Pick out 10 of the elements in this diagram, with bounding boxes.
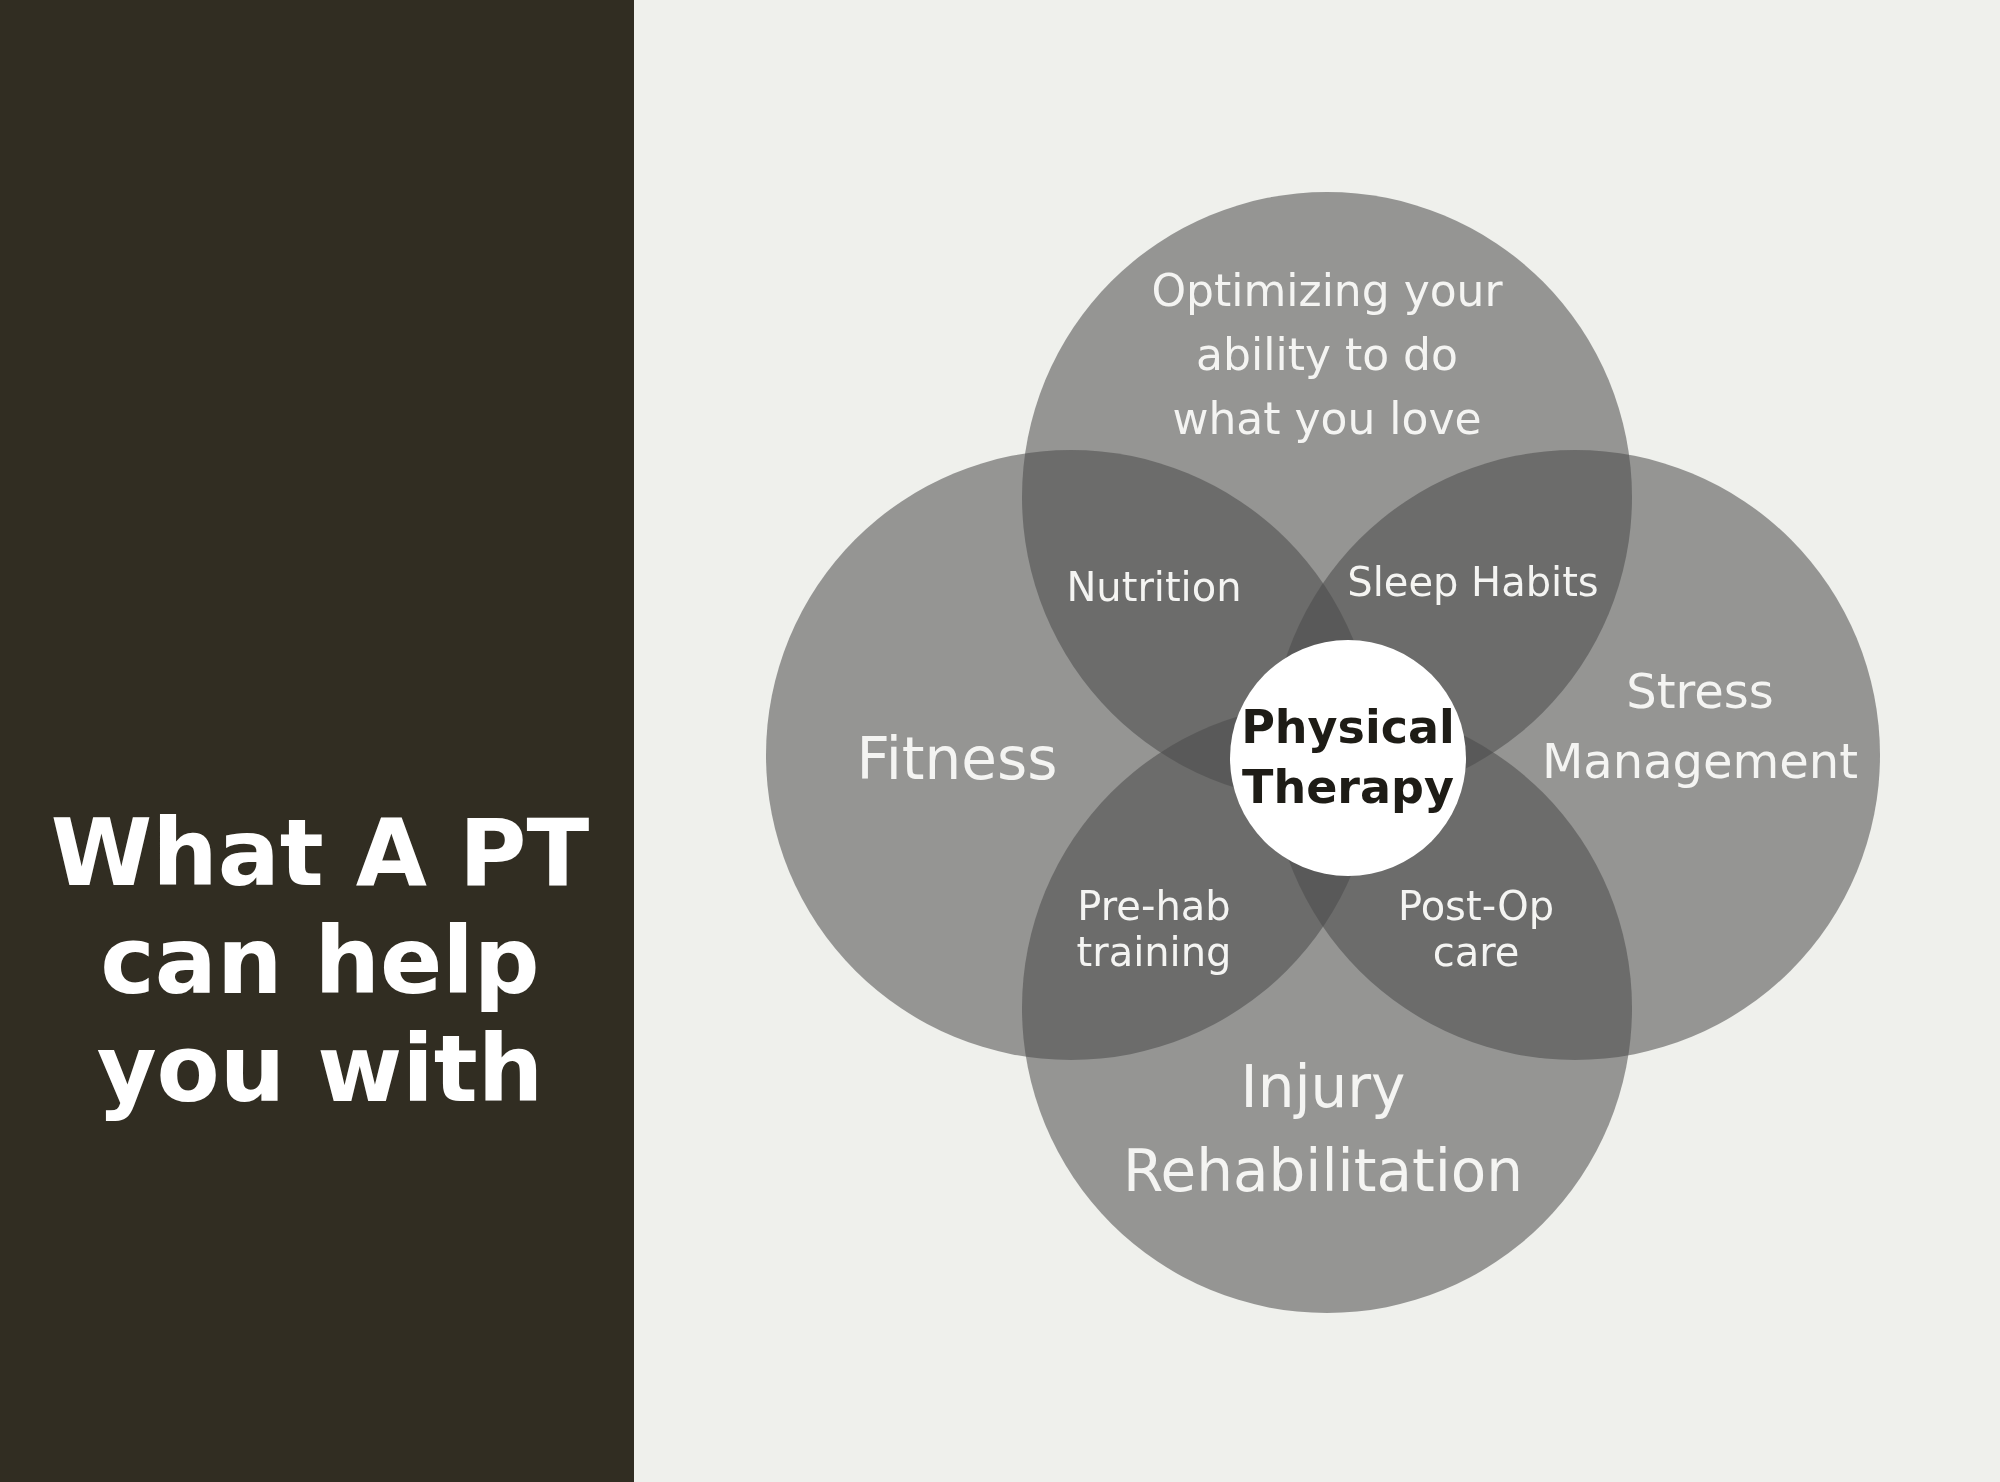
overlap-label: Pre-hab training [1075, 883, 1233, 975]
overlap-label: Post-Op care [1396, 883, 1556, 975]
overlap-label: Nutrition [1065, 564, 1243, 610]
circle-label: Fitness [855, 723, 1059, 795]
center-label: Physical Therapy [1240, 699, 1456, 816]
circle-label: Injury Rehabilitation [1121, 1051, 1525, 1207]
circle-label: Optimizing your ability to do what you love [1150, 264, 1504, 446]
circle-label: Stress Management [1540, 662, 1860, 791]
title: What A PT can help you with [49, 800, 591, 1124]
overlap-label: Sleep Habits [1346, 559, 1600, 605]
